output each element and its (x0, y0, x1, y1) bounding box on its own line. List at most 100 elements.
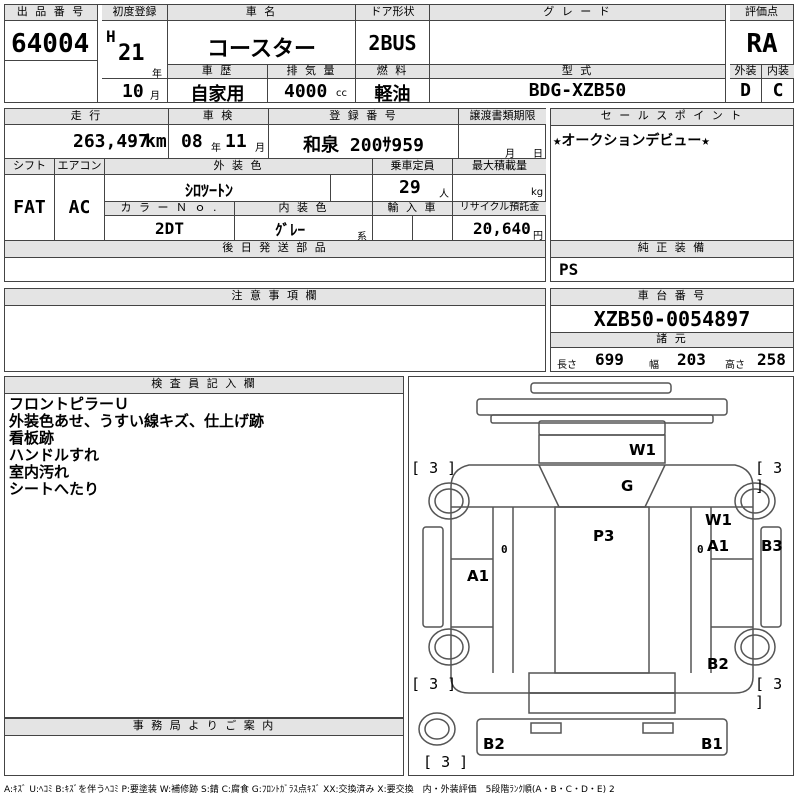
import-b (413, 216, 453, 242)
office-label: 事 務 局 よ り ご 案 内 (5, 719, 403, 736)
load-label: 最大積載量 (453, 159, 546, 175)
reg-year: 21 (118, 41, 145, 66)
era: H (106, 27, 116, 46)
mark-a1-left: A1 (467, 567, 490, 585)
name-label: 車 名 (168, 5, 356, 21)
model-label: 型 式 (430, 65, 726, 79)
shift-label: シフト (5, 159, 55, 175)
tire-fl: 3 (429, 459, 439, 477)
mileage: 263,497 (73, 131, 149, 152)
tire-bracket-fr: [ 3 ] (755, 459, 783, 495)
header-block: 出 品 番 号 64004 初度登録 H 21 年 10 月 車 名 コースター… (4, 4, 794, 105)
import-a (373, 216, 413, 242)
tire-rr: 3 (773, 675, 783, 693)
import-label: 輸 入 車 (373, 202, 453, 216)
lot-label: 出 品 番 号 (5, 5, 98, 21)
capacity-label: 乗車定員 (373, 159, 453, 175)
fuel: 軽油 (356, 79, 430, 105)
height: 258 (757, 350, 786, 369)
notes-label: 注 意 事 項 欄 (5, 289, 545, 306)
reg-month: 10 (122, 81, 144, 102)
inspector-label: 検 査 員 記 入 欄 (5, 377, 403, 394)
intcolor-cell: ｸﾞﾚｰ 系 (235, 216, 373, 243)
transfer-day: 日 (533, 149, 543, 160)
mileage-label: 走 行 (5, 109, 169, 125)
reg-number: 和泉 200ｻ959 (269, 125, 459, 160)
width: 203 (677, 350, 706, 369)
office-block: 事 務 局 よ り ご 案 内 (4, 718, 404, 776)
insp-month: 11 (225, 131, 247, 152)
zero-mark-right: 0 (697, 543, 704, 556)
score-label: 評価点 (730, 5, 794, 21)
intcolor-unit: 系 (357, 232, 367, 243)
genuine-block: 純 正 装 備 PS (550, 240, 794, 282)
row3-block: シフト FAT エアコン AC 外 装 色 ｼﾛﾂｰﾄﾝ 乗車定員 29 人 最… (4, 158, 546, 243)
tire-bracket-spare: [ 3 ] (423, 753, 469, 771)
sales-point: ★オークションデビュー★ (553, 133, 710, 149)
later-label: 後 日 発 送 部 品 (5, 241, 545, 258)
tire-bracket-rr: [ 3 ] (755, 675, 783, 711)
vehicle-outline (418, 382, 782, 756)
mark-w1-right: W1 (705, 511, 732, 529)
history-label: 車 歴 (168, 65, 268, 79)
door-type: 2BUS (356, 21, 430, 65)
ext-label: 外装 (730, 65, 762, 79)
chassis-block: 車 台 番 号 XZB50-0054897 諸 元 長さ 699 幅 203 高… (550, 288, 794, 372)
later-block: 後 日 発 送 部 品 (4, 240, 546, 282)
displacement-label: 排 気 量 (268, 65, 356, 79)
length: 699 (595, 350, 624, 369)
color: ｼﾛﾂｰﾄﾝ (105, 175, 331, 202)
mark-b1-rear: B1 (701, 735, 723, 753)
transfer-label: 譲渡書類期限 (459, 109, 546, 125)
month-unit: 月 (150, 91, 160, 102)
damage-diagram: [ 3 ] [ 3 ] [ 3 ] [ 3 ] [ 3 ] 0 0 W1 G W… (408, 376, 794, 776)
inspector-line: ハンドルすれ (9, 446, 100, 464)
score: RA (730, 21, 794, 65)
mark-b2-right: B2 (707, 655, 729, 673)
displacement-cell: 4000 cc (268, 79, 356, 103)
door-label: ドア形状 (356, 5, 430, 21)
dims-label: 諸 元 (551, 332, 793, 348)
inspector-notes: フロントピラーＵ 外装色あせ、うすい線キズ、仕上げ跡 看板跡 ハンドルすれ 室内… (5, 394, 403, 500)
inspection-label: 車 検 (169, 109, 269, 125)
color-blank (331, 175, 373, 202)
fuel-label: 燃 料 (356, 65, 430, 79)
sales-label: セ ー ル ス ポ イ ン ト (551, 109, 793, 126)
load-unit: kg (531, 187, 544, 198)
transfer-cell: 月 日 (459, 125, 546, 160)
displacement: 4000 (284, 81, 328, 102)
grade (430, 21, 726, 65)
row2-block: 走 行 263,497 km 車 検 08 年 11 月 登 録 番 号 和泉 … (4, 108, 546, 160)
chassis-label: 車 台 番 号 (551, 289, 793, 306)
intcolor: ｸﾞﾚｰ (275, 221, 306, 239)
tire-bracket-fl: [ 3 ] (411, 459, 457, 477)
inspector-block: 検 査 員 記 入 欄 フロントピラーＵ 外装色あせ、うすい線キズ、仕上げ跡 看… (4, 376, 404, 718)
legend: A:ｷｽﾞ U:ﾍｺﾐ B:ｷｽﾞを伴うﾍｺﾐ P:要塗装 W:補修跡 S:錆 … (4, 785, 615, 795)
colorno-label: カ ラ ー Ｎ ｏ . (105, 202, 235, 216)
inspector-line: シートへたり (9, 480, 100, 498)
notes-block: 注 意 事 項 欄 (4, 288, 546, 372)
shift: FAT (5, 175, 55, 242)
height-label: 高さ (725, 360, 745, 371)
ac: AC (55, 175, 105, 242)
zero-mark-left: 0 (501, 543, 508, 556)
car-name: コースター (168, 21, 356, 65)
length-label: 長さ (557, 360, 577, 371)
mark-w1-windshield: W1 (629, 441, 656, 459)
mark-p3: P3 (593, 527, 615, 545)
tire-rl: 3 (429, 675, 439, 693)
tire-bracket-rl: [ 3 ] (411, 675, 457, 693)
lot-blank (5, 61, 98, 103)
grade-label: グ レ ー ド (430, 5, 726, 21)
lot-number: 64004 (5, 21, 98, 61)
mileage-unit: km (145, 131, 167, 152)
inspector-line: 外装色あせ、うすい線キズ、仕上げ跡 (9, 412, 265, 430)
tire-fr: 3 (773, 459, 783, 477)
capacity-cell: 29 人 (373, 175, 453, 202)
intcolor-label: 内 装 色 (235, 202, 373, 216)
mark-b3: B3 (761, 537, 783, 555)
mileage-cell: 263,497 km (5, 125, 169, 160)
first-reg-year-cell: H 21 年 (102, 21, 168, 80)
width-label: 幅 (649, 360, 659, 371)
color-label: 外 装 色 (105, 159, 373, 175)
